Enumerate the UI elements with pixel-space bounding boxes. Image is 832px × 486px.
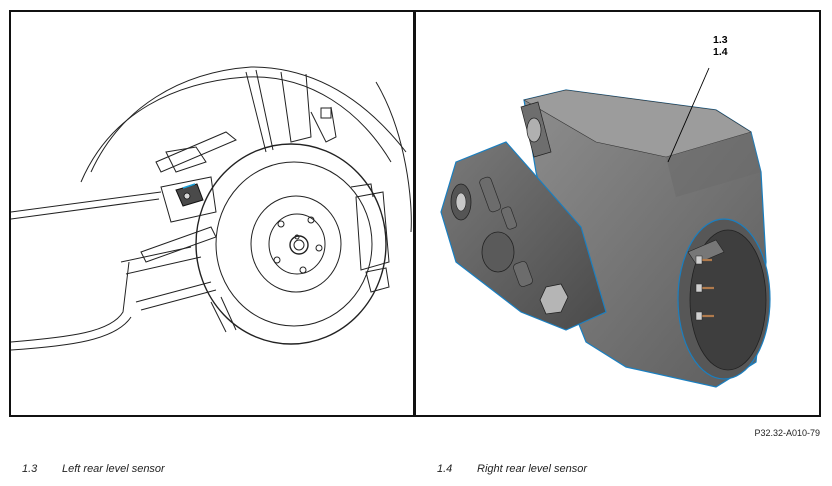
legend-text: Right rear level sensor — [477, 463, 588, 475]
level-sensor-illustration: 1.3 1.4 — [416, 12, 819, 415]
legend-number: 1.3 — [22, 463, 38, 475]
wheel-assembly-drawing — [11, 66, 412, 351]
legend-text: Left rear level sensor — [62, 463, 165, 475]
legend-number: 1.4 — [437, 463, 453, 475]
level-sensor-drawing — [440, 67, 771, 388]
figure-code: P32.32-A010-79 — [754, 428, 820, 438]
callout-label-1-4: 1.4 — [713, 46, 728, 58]
wheel-assembly-illustration — [11, 12, 413, 415]
figure-divider — [413, 10, 416, 417]
callout-label-1-3: 1.3 — [713, 34, 728, 46]
